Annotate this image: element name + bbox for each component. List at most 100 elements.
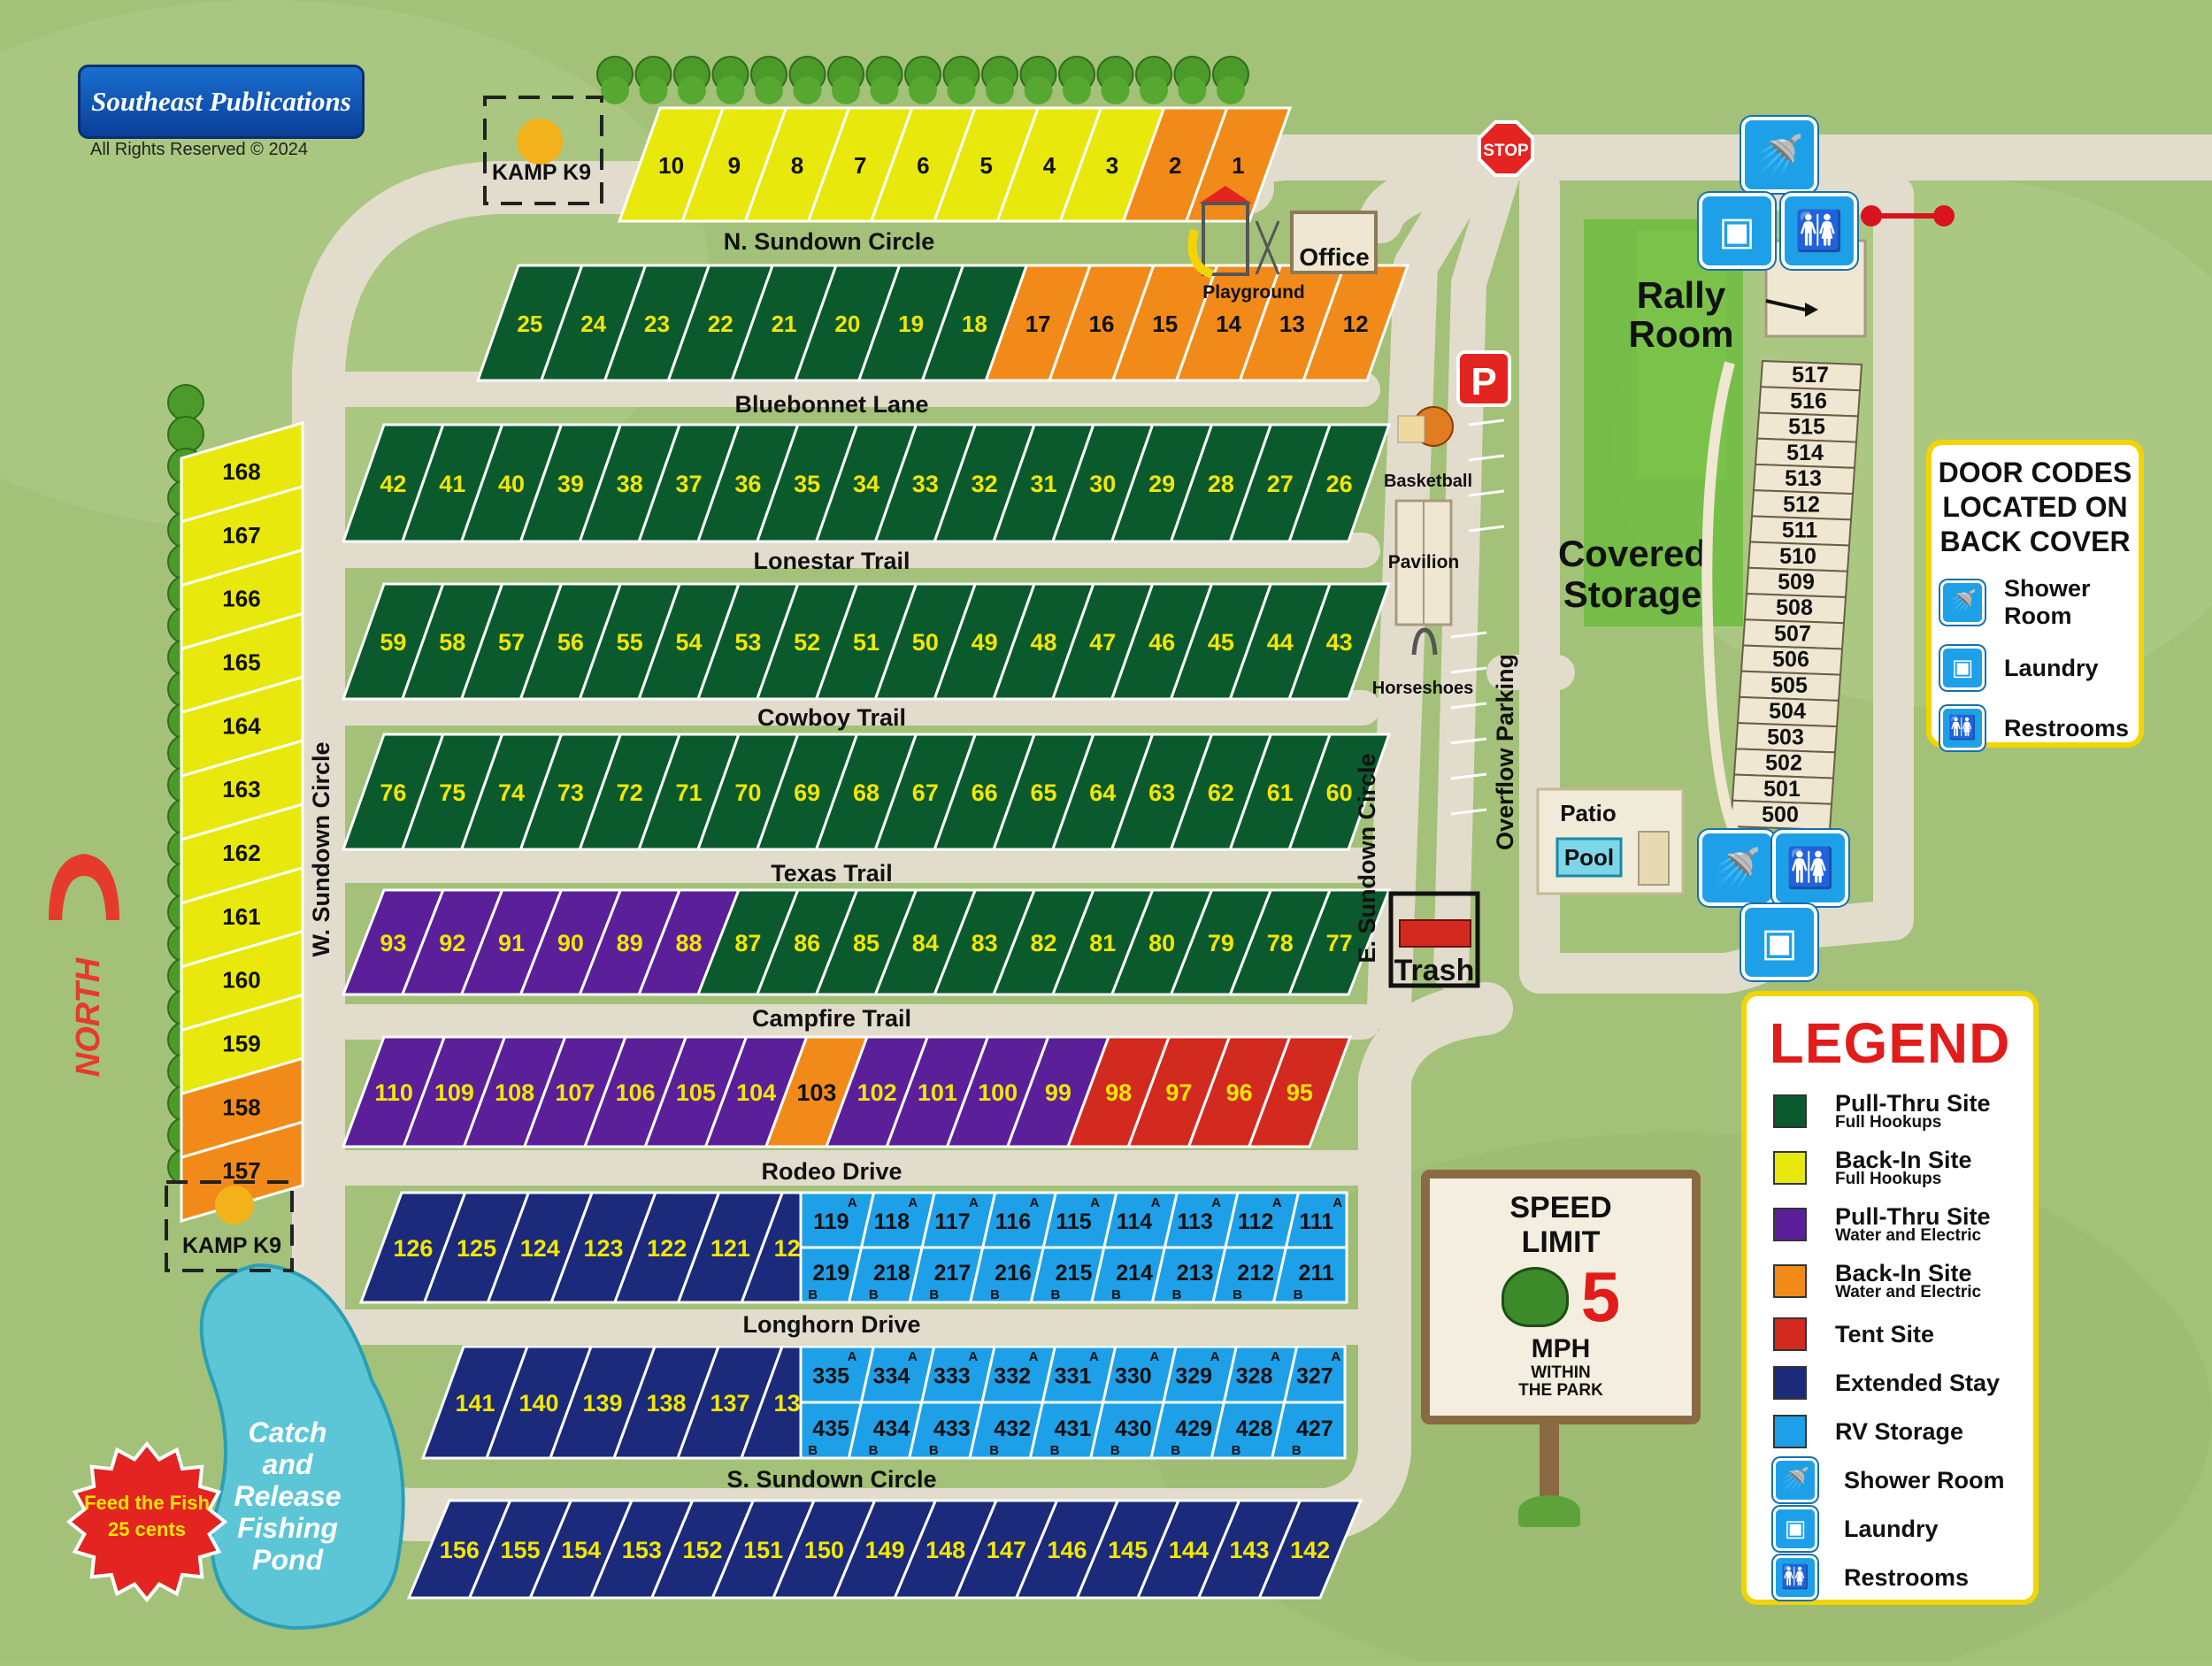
site-217[interactable]: 217 bbox=[934, 1261, 972, 1286]
site-213[interactable]: 213 bbox=[1177, 1261, 1214, 1286]
site-label: 152 bbox=[682, 1537, 722, 1563]
site-429[interactable]: 429 bbox=[1175, 1416, 1212, 1441]
site-211[interactable]: 211 bbox=[1299, 1261, 1334, 1286]
site-327[interactable]: 327 bbox=[1296, 1364, 1333, 1389]
tree-icon bbox=[947, 76, 976, 104]
site-212[interactable]: 212 bbox=[1237, 1261, 1274, 1286]
restroom-icon: 🚻 bbox=[1773, 1555, 1817, 1600]
site-335[interactable]: 335 bbox=[812, 1364, 849, 1389]
site-label: 83 bbox=[972, 930, 998, 956]
site-label: 158 bbox=[222, 1094, 260, 1120]
site-331[interactable]: 331 bbox=[1055, 1364, 1092, 1389]
patio: Patio Pool bbox=[1536, 787, 1685, 895]
site-label: 33 bbox=[912, 471, 939, 497]
site-label: 74 bbox=[498, 779, 525, 806]
site-112[interactable]: 112 bbox=[1238, 1209, 1273, 1234]
site-label: 53 bbox=[734, 629, 761, 656]
site-157[interactable] bbox=[180, 1120, 304, 1224]
trash-label: Trash bbox=[1394, 954, 1475, 987]
road-longhorn: Longhorn Drive bbox=[743, 1311, 921, 1338]
shower-icon: 🚿 bbox=[1741, 117, 1817, 193]
site-113[interactable]: 113 bbox=[1177, 1209, 1212, 1234]
tree-icon bbox=[755, 76, 783, 104]
site-label: 79 bbox=[1208, 930, 1234, 956]
site-label: 24 bbox=[580, 311, 606, 337]
storage-mark: A bbox=[1030, 1195, 1040, 1210]
storage-mark: B bbox=[1292, 1443, 1302, 1458]
site-328[interactable]: 328 bbox=[1236, 1364, 1273, 1389]
tree-icon bbox=[1024, 76, 1053, 104]
site-95[interactable] bbox=[1247, 1035, 1353, 1148]
site-428[interactable]: 428 bbox=[1236, 1416, 1273, 1441]
site-label: 71 bbox=[676, 779, 703, 806]
site-432[interactable]: 432 bbox=[994, 1416, 1031, 1441]
turtle-icon bbox=[1501, 1267, 1569, 1327]
site-142[interactable] bbox=[1257, 1499, 1363, 1600]
storage-mark: B bbox=[808, 1287, 818, 1302]
site-334[interactable]: 334 bbox=[873, 1364, 910, 1389]
site-26[interactable] bbox=[1287, 423, 1392, 543]
storage-mark: A bbox=[1210, 1349, 1220, 1364]
storage-mark: A bbox=[908, 1195, 918, 1210]
site-119[interactable]: 119 bbox=[813, 1209, 849, 1234]
copyright-notice: All Rights Reserved © 2024 bbox=[90, 140, 308, 159]
site-77[interactable] bbox=[1286, 888, 1392, 996]
tree-icon bbox=[909, 76, 937, 104]
legend-item: RV Storage bbox=[1773, 1407, 2033, 1455]
site-label: 18 bbox=[962, 311, 987, 337]
door-codes-laundry-label: Laundry bbox=[2004, 654, 2099, 681]
site-label: 126 bbox=[393, 1235, 433, 1262]
site-332[interactable]: 332 bbox=[994, 1364, 1031, 1389]
site-label: 156 bbox=[440, 1537, 480, 1563]
site-434[interactable]: 434 bbox=[873, 1416, 910, 1441]
site-label: 76 bbox=[380, 779, 406, 806]
site-435[interactable]: 435 bbox=[812, 1416, 849, 1441]
site-430[interactable]: 430 bbox=[1115, 1416, 1152, 1441]
site-114[interactable]: 114 bbox=[1117, 1209, 1152, 1234]
site-label: 77 bbox=[1326, 930, 1353, 956]
site-116[interactable]: 116 bbox=[995, 1209, 1031, 1234]
site-117[interactable]: 117 bbox=[934, 1209, 970, 1234]
site-330[interactable]: 330 bbox=[1115, 1364, 1152, 1389]
legend-swatch bbox=[1773, 1414, 1807, 1448]
road-s-sundown: S. Sundown Circle bbox=[726, 1466, 936, 1493]
site-427[interactable]: 427 bbox=[1296, 1416, 1333, 1441]
legend-sublabel: Full Hookups bbox=[1835, 1113, 1942, 1132]
site-43[interactable] bbox=[1287, 582, 1392, 701]
road-overflow: Overflow Parking bbox=[1492, 654, 1518, 850]
site-label: 88 bbox=[676, 930, 703, 956]
site-label: 26 bbox=[1326, 471, 1353, 497]
site-label: 101 bbox=[918, 1079, 957, 1106]
feed-fish-price: 25 cents bbox=[108, 1518, 186, 1540]
site-label: 25 bbox=[517, 311, 542, 337]
site-218[interactable]: 218 bbox=[873, 1261, 910, 1286]
site-label: 140 bbox=[518, 1390, 558, 1416]
site-431[interactable]: 431 bbox=[1055, 1416, 1092, 1441]
site-118[interactable]: 118 bbox=[874, 1209, 910, 1234]
site-label: 47 bbox=[1089, 629, 1116, 656]
site-216[interactable]: 216 bbox=[995, 1261, 1032, 1286]
storage-mark: A bbox=[1029, 1349, 1039, 1364]
site-433[interactable]: 433 bbox=[933, 1416, 971, 1441]
laundry-icon: ▣ bbox=[1699, 193, 1775, 269]
site-label: 125 bbox=[457, 1235, 496, 1262]
legend-item: ▣Laundry bbox=[1773, 1504, 2033, 1553]
storage-mark: B bbox=[929, 1287, 939, 1302]
site-111[interactable]: 111 bbox=[1299, 1209, 1333, 1234]
site-215[interactable]: 215 bbox=[1056, 1261, 1093, 1286]
site-12[interactable] bbox=[1302, 264, 1410, 382]
site-label: 124 bbox=[520, 1235, 560, 1262]
site-label: 12 bbox=[1343, 311, 1369, 337]
site-214[interactable]: 214 bbox=[1116, 1261, 1153, 1286]
site-219[interactable]: 219 bbox=[812, 1261, 849, 1286]
site-333[interactable]: 333 bbox=[933, 1364, 971, 1389]
site-329[interactable]: 329 bbox=[1175, 1364, 1212, 1389]
tree-icon bbox=[986, 76, 1014, 104]
site-115[interactable]: 115 bbox=[1056, 1209, 1091, 1234]
legend-item: 🚿Shower Room bbox=[1773, 1455, 2033, 1504]
storage-mark: B bbox=[869, 1443, 879, 1458]
tree-icon bbox=[832, 76, 860, 104]
site-60[interactable] bbox=[1287, 733, 1392, 851]
